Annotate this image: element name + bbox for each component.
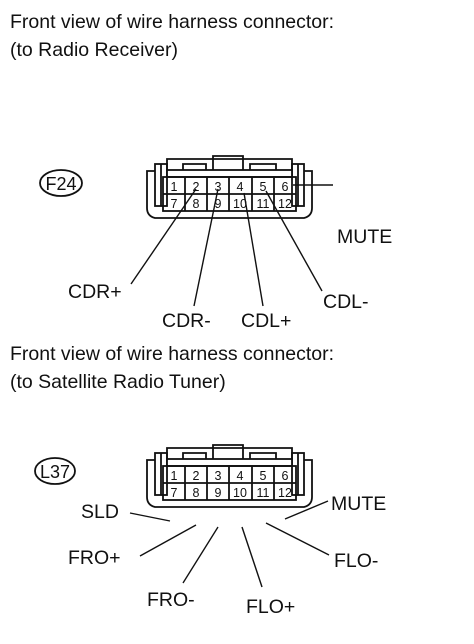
pin-11: 11 — [257, 486, 270, 500]
connector-heading-radio-receiver: Front view of wire harness connector: (t… — [10, 8, 334, 64]
pin-6: 6 — [282, 180, 289, 194]
pin-2: 2 — [193, 180, 200, 194]
pin-3: 3 — [215, 469, 222, 483]
pin-8: 8 — [193, 197, 200, 211]
label-cdr-minus: CDR- — [162, 310, 211, 332]
label-cdl-minus: CDL- — [323, 291, 369, 313]
pin-12: 12 — [278, 197, 292, 211]
label-fro-plus: FRO+ — [68, 547, 121, 569]
connector-code: L37 — [40, 462, 70, 482]
pin-grid: 1 2 3 4 5 6 7 8 9 10 11 12 — [171, 180, 292, 211]
heading-line-2: (to Satellite Radio Tuner) — [10, 371, 226, 393]
pin-10: 10 — [233, 486, 247, 500]
pin-5: 5 — [260, 180, 267, 194]
label-cdr-plus: CDR+ — [68, 281, 122, 303]
leader-cdl-minus — [265, 190, 323, 292]
label-sld: SLD — [81, 501, 119, 523]
pin-grid: 1 2 3 4 5 6 7 8 9 10 11 12 — [171, 469, 292, 500]
leader-mute — [284, 500, 329, 520]
connector-code: F24 — [45, 174, 76, 194]
pin-1: 1 — [171, 469, 178, 483]
label-flo-minus: FLO- — [334, 550, 378, 572]
pin-4: 4 — [237, 180, 244, 194]
label-fro-minus: FRO- — [147, 589, 195, 611]
connector-f24: F24 1 2 3 4 5 6 7 8 9 10 11 12 MUTE CDR+… — [39, 155, 392, 332]
label-flo-plus: FLO+ — [246, 596, 295, 618]
pin-5: 5 — [260, 469, 267, 483]
pin-12: 12 — [278, 486, 292, 500]
connector-code-badge — [39, 169, 83, 197]
heading-line-2: (to Radio Receiver) — [10, 39, 178, 61]
pin-7: 7 — [171, 197, 178, 211]
pin-10: 10 — [233, 197, 247, 211]
heading-line-1: Front view of wire harness connector: — [10, 11, 335, 33]
heading-line-1: Front view of wire harness connector: — [10, 343, 335, 365]
label-mute: MUTE — [331, 493, 386, 515]
pin-9: 9 — [215, 486, 222, 500]
leader-sld — [129, 512, 171, 522]
leader-cdr-minus — [193, 188, 219, 307]
leader-cdl-plus — [243, 192, 264, 307]
leader-cdr-plus — [130, 188, 197, 285]
pin-7: 7 — [171, 486, 178, 500]
leader-flo-plus — [241, 526, 263, 588]
pin-2: 2 — [193, 469, 200, 483]
connector-heading-satellite-radio-tuner: Front view of wire harness connector: (t… — [10, 340, 334, 396]
pin-9: 9 — [215, 197, 222, 211]
pin-8: 8 — [193, 486, 200, 500]
leader-fro-minus — [182, 526, 219, 584]
pin-3: 3 — [215, 180, 222, 194]
label-mute: MUTE — [337, 226, 392, 248]
label-cdl-plus: CDL+ — [241, 310, 291, 332]
pin-4: 4 — [237, 469, 244, 483]
pin-11: 11 — [257, 197, 270, 211]
pin-1: 1 — [171, 180, 178, 194]
connector-l37: L37 1 2 3 4 5 6 7 8 9 10 11 12 SLD MUTE … — [34, 444, 386, 618]
connector-code-badge — [34, 457, 76, 485]
leader-flo-minus — [265, 522, 330, 556]
leader-fro-plus — [139, 524, 197, 557]
pin-6: 6 — [282, 469, 289, 483]
